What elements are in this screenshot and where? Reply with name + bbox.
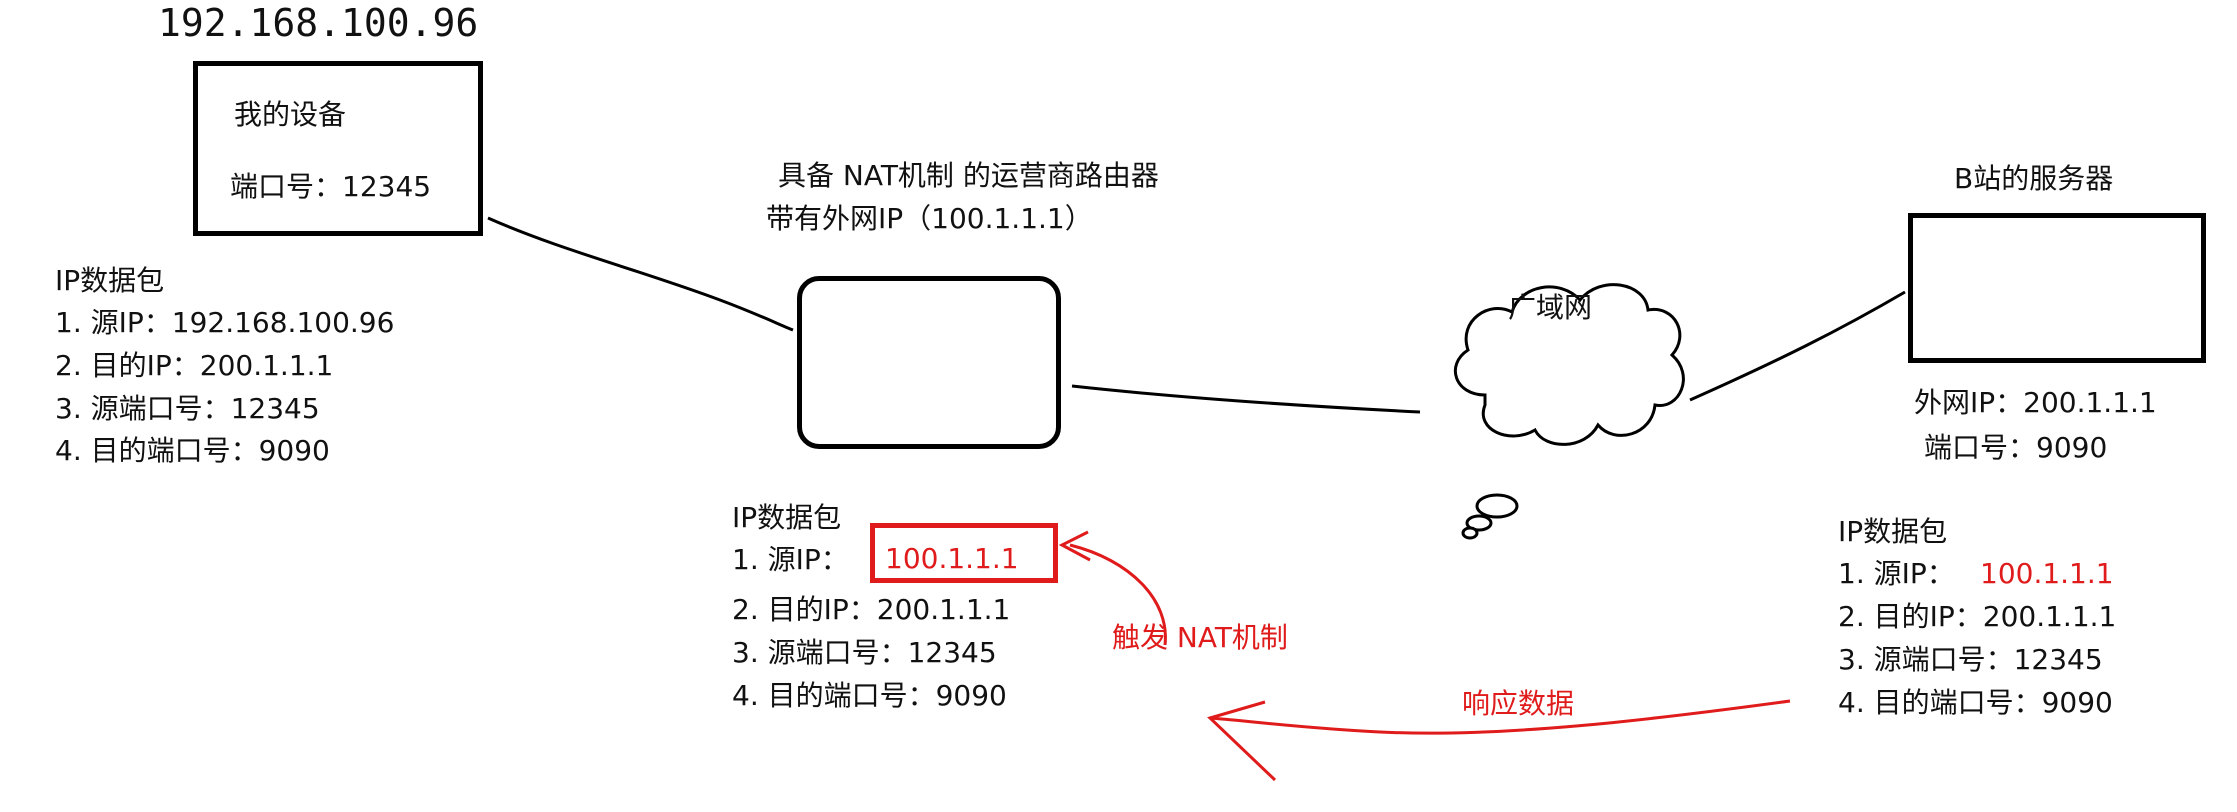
- link-router-cloud: [1071, 384, 1421, 414]
- nat-trigger-arrow: [1069, 543, 1167, 646]
- router-title: 具备 NAT机制 的运营商路由器: [778, 159, 1159, 192]
- device-title: 我的设备: [234, 98, 347, 131]
- device-port: 端口号：12345: [230, 170, 432, 203]
- router-box: [797, 276, 1061, 449]
- packet-middle-item: 2. 目的IP：200.1.1.1: [732, 593, 1011, 626]
- link-device-router: [487, 216, 794, 332]
- packet-right-item: 2. 目的IP：200.1.1.1: [1838, 600, 2117, 633]
- link-cloud-server: [1689, 290, 1906, 402]
- response-label: 响应数据: [1462, 687, 1575, 720]
- packet-middle-item: 3. 源端口号：12345: [732, 636, 997, 669]
- response-arrow: [1209, 699, 1791, 735]
- packet-left-item: 1. 源IP：192.168.100.96: [55, 306, 395, 339]
- nat-trigger-label: 触发 NAT机制: [1112, 621, 1288, 654]
- nat-highlight-box: [870, 523, 1058, 583]
- wan-label: 广域网: [1508, 291, 1593, 324]
- packet-middle-title: IP数据包: [732, 501, 842, 534]
- packet-right-src-value: 100.1.1.1: [1980, 557, 2114, 590]
- wan-cloud-icon: [1453, 283, 1685, 540]
- nat-trigger-arrowhead: [1058, 530, 1091, 562]
- packet-left-title: IP数据包: [55, 264, 165, 297]
- device-box: [193, 61, 483, 236]
- packet-middle-src-label: 1. 源IP：: [732, 543, 849, 576]
- packet-right-item: 3. 源端口号：12345: [1838, 643, 2103, 676]
- packet-right-title: IP数据包: [1838, 515, 1948, 548]
- packet-middle-src-value: 100.1.1.1: [885, 542, 1019, 575]
- packet-left-item: 3. 源端口号：12345: [55, 392, 320, 425]
- server-title: B站的服务器: [1954, 162, 2114, 195]
- packet-right-src-label: 1. 源IP：: [1838, 557, 1955, 590]
- server-ip: 外网IP：200.1.1.1: [1914, 386, 2157, 419]
- packet-left-item: 4. 目的端口号：9090: [55, 434, 330, 467]
- server-box: [1908, 213, 2206, 363]
- packet-right-item: 4. 目的端口号：9090: [1838, 686, 2113, 719]
- response-arrowhead: [1207, 700, 1277, 782]
- server-port: 端口号：9090: [1924, 431, 2108, 464]
- router-public-ip: 带有外网IP（100.1.1.1）: [766, 202, 1093, 235]
- packet-left-item: 2. 目的IP：200.1.1.1: [55, 349, 334, 382]
- packet-middle-item: 4. 目的端口号：9090: [732, 679, 1007, 712]
- device-ip: 192.168.100.96: [158, 1, 479, 45]
